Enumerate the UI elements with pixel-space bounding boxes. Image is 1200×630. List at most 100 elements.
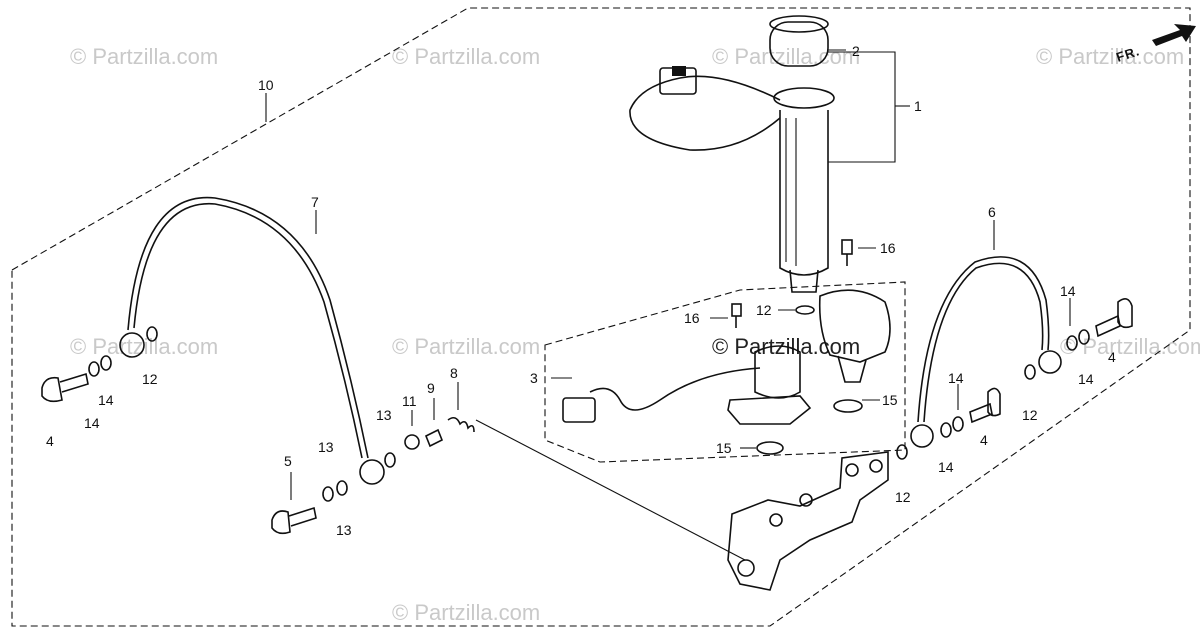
hose-line (127, 196, 369, 459)
bolt-head (41, 376, 63, 403)
watermark: © Partzilla.com (392, 600, 540, 625)
washer-12 (146, 326, 158, 342)
hose-line-inner (133, 203, 363, 459)
sub-assembly-boundary (544, 281, 906, 463)
callout-number: 14 (1078, 371, 1094, 387)
washer-12 (896, 444, 908, 460)
callout-number: 4 (46, 433, 54, 449)
bleed-screw-lower (710, 303, 742, 328)
bracket-1 (828, 51, 896, 163)
watermark-layer: © Partzilla.com © Partzilla.com © Partzi… (70, 44, 1200, 625)
bolt-shank (288, 506, 317, 527)
valve-seat-9 (424, 428, 444, 448)
callout-number: 14 (1060, 283, 1076, 299)
cylinder-cap-top (769, 15, 829, 33)
o-ring-15 (833, 399, 863, 413)
hose-line (917, 256, 1050, 423)
callout-number: 7 (311, 194, 319, 210)
screw-head (841, 239, 853, 255)
cylinder-shading (785, 118, 797, 266)
callout-number: 14 (98, 392, 114, 408)
banjo-fitting (1038, 350, 1062, 374)
bolt-head (1117, 298, 1133, 329)
washer-14 (100, 355, 112, 371)
callout-number: 13 (336, 522, 352, 538)
o-ring-15 (756, 441, 784, 455)
callout-number: 10 (258, 77, 274, 93)
callout-number: 6 (988, 204, 996, 220)
callout-number: 12 (1022, 407, 1038, 423)
banjo-fitting (119, 332, 145, 358)
bolt-shank (969, 402, 993, 424)
air-hose-left (119, 196, 385, 485)
cylinder-cap (769, 21, 829, 67)
washer-13 (384, 452, 396, 468)
lower-fitting-stack (271, 452, 396, 535)
watermark: © Partzilla.com (1060, 334, 1200, 359)
bolt-head (271, 510, 291, 535)
cylinder-nozzle (789, 269, 819, 293)
bolt-head (987, 387, 1001, 417)
bolt-shank (59, 372, 89, 393)
screw-head (731, 303, 742, 317)
hose-line-inner (923, 262, 1044, 423)
watermark: © Partzilla.com (70, 44, 218, 69)
air-manifold (727, 451, 889, 591)
callout-number: 15 (716, 440, 732, 456)
callout-number: 16 (880, 240, 896, 256)
bolt-shank (1095, 314, 1121, 338)
air-hose-right (910, 220, 1062, 448)
check-valve-parts (404, 382, 475, 450)
washer-12 (1024, 364, 1036, 380)
washer-14 (1078, 329, 1090, 345)
bleed-screw-upper (841, 239, 876, 266)
callout-number: 4 (1108, 349, 1116, 365)
motor-body (754, 345, 801, 399)
watermark: © Partzilla.com (1036, 44, 1184, 69)
callout-number: 12 (895, 489, 911, 505)
watermark: © Partzilla.com (712, 44, 860, 69)
motor-wire (589, 367, 761, 411)
callout-number: 14 (938, 459, 954, 475)
washer-14 (940, 422, 952, 438)
washer-12 (795, 305, 815, 315)
front-direction-indicator: FR. (1114, 24, 1196, 65)
manifold-port (845, 463, 859, 477)
callout-number: 11 (402, 393, 417, 409)
callout-number: 13 (318, 439, 334, 455)
assembly-line (475, 419, 746, 561)
right-fitting-stack (896, 298, 1133, 460)
assembly-boundary (11, 7, 1191, 627)
callout-number: 2 (852, 43, 860, 59)
washer-13 (322, 486, 334, 502)
callout-number: 16 (684, 310, 700, 326)
motor-base (727, 395, 812, 425)
motor-connector (562, 397, 596, 423)
callout-number: 5 (284, 453, 292, 469)
callout-number: 8 (450, 365, 458, 381)
manifold-port (769, 513, 783, 527)
callout-layer: 2 1 10 7 6 16 16 12 3 15 15 14 4 14 14 1… (46, 43, 1116, 538)
manifold-port (737, 559, 755, 577)
washer-14 (88, 361, 100, 377)
watermark: © Partzilla.com (392, 334, 540, 359)
left-fitting-stack (41, 326, 158, 403)
air-pump-cylinder (629, 15, 835, 293)
callout-number: 12 (756, 302, 772, 318)
compressor-assembly (551, 289, 891, 425)
direction-label: FR. (1114, 43, 1141, 65)
callout-number: 12 (142, 371, 158, 387)
valve-housing (818, 289, 891, 363)
cylinder-collar (773, 87, 835, 109)
callout-number: 1 (914, 98, 922, 114)
manifold-port (869, 459, 883, 473)
callout-number: 14 (84, 415, 100, 431)
callout-number: 13 (376, 407, 392, 423)
callout-number: 4 (980, 432, 988, 448)
spring-8 (447, 416, 475, 433)
washer-14 (952, 416, 964, 432)
pump-wire (629, 75, 781, 151)
ball-11 (404, 434, 420, 450)
washer-14 (1066, 335, 1078, 351)
